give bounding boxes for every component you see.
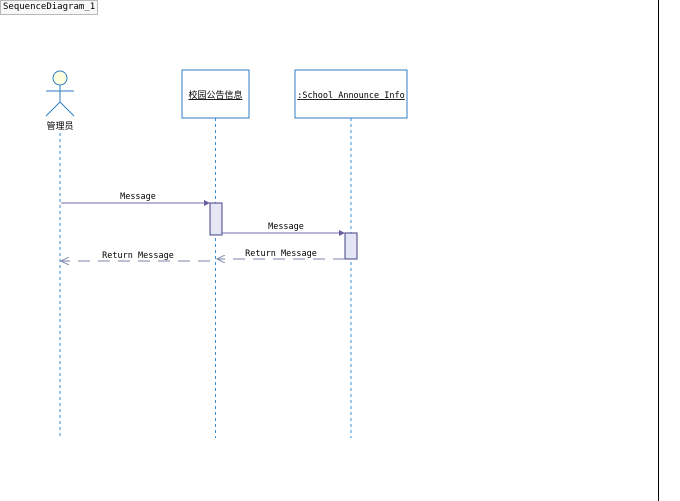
actor-right-leg	[59, 101, 75, 117]
lifeline-box-2	[294, 69, 408, 119]
message-2-label: Message	[268, 222, 304, 232]
lifeline-box-campus-announcement[interactable]: 校园公告信息	[181, 69, 250, 119]
activation-bar-1[interactable]	[209, 202, 223, 236]
actor-left-leg	[45, 101, 61, 117]
message-2[interactable]: Message	[222, 222, 345, 236]
message-1-label: Message	[120, 192, 156, 202]
return-message-2[interactable]: Return Message	[61, 251, 210, 261]
lifeline-label-2: :School_Announce_Info	[297, 91, 404, 101]
lifeline-box-school-announce-info[interactable]: :School_Announce_Info	[294, 69, 408, 119]
return-message-1[interactable]: Return Message	[217, 249, 345, 259]
actor-head	[52, 70, 68, 86]
return-message-2-label: Return Message	[102, 251, 174, 261]
lifeline-label-1: 校园公告信息	[188, 89, 242, 101]
activation-bar-2[interactable]	[344, 232, 358, 260]
message-1[interactable]: Message	[61, 192, 210, 206]
canvas-right-border	[658, 0, 659, 501]
actor-admin[interactable]: 管理员	[45, 70, 75, 132]
diagram-title: SequenceDiagram_1	[3, 2, 96, 12]
lifeline-box-1	[181, 69, 250, 119]
diagram-title-tab[interactable]: SequenceDiagram_1	[0, 0, 99, 15]
return-message-1-label: Return Message	[245, 249, 317, 259]
actor-label: 管理员	[46, 120, 73, 132]
